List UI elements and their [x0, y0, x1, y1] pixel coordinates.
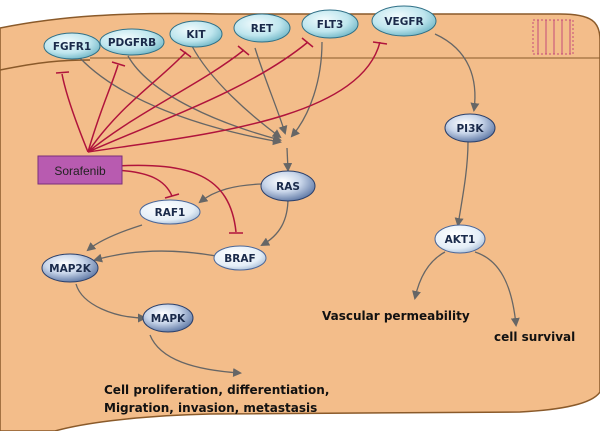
node-braf: BRAF [213, 245, 267, 271]
membrane-channel-icon [532, 19, 574, 55]
ras-label: RAS [276, 181, 300, 193]
cell-membrane [0, 12, 600, 431]
inhibit-bar-fgfr1 [55, 71, 70, 74]
inhibit-sorafenib-raf1 [114, 169, 173, 197]
node-mapk: MAPK [142, 303, 194, 333]
arrow-map2k-to-mapk [75, 283, 147, 323]
mapk-label: MAPK [151, 313, 186, 325]
receptor-label: PDGFRB [108, 37, 156, 49]
arrow-flt3-to-convergence [290, 41, 323, 138]
inhibit-sorafenib-kit [87, 51, 187, 153]
arrow-akt1-to-survival [474, 251, 520, 327]
inhibit-bar-pdgfrb [111, 61, 126, 67]
arrow-ras-to-raf1 [198, 183, 263, 204]
node-akt1: AKT1 [434, 224, 486, 254]
receptor-fgfr1: FGFR1 [43, 32, 101, 60]
node-ras: RAS [260, 170, 316, 202]
inhibit-sorafenib-pdgfrb [87, 64, 119, 153]
inhibit-sorafenib-ret [87, 49, 245, 153]
receptor-label: FLT3 [317, 19, 344, 31]
inhibit-sorafenib-braf [114, 164, 237, 233]
pi3k-label: PI3K [456, 123, 484, 135]
braf-label: BRAF [224, 253, 255, 265]
receptor-label: FGFR1 [53, 41, 91, 53]
arrow-raf1-to-map2k [86, 224, 143, 252]
arrow-fgfr1-to-convergence [79, 57, 282, 146]
inhibit-sorafenib-flt3 [87, 41, 309, 153]
receptor-kit: KIT [169, 20, 223, 48]
arrow-pi3k-to-akt1 [454, 141, 469, 227]
inhibit-bar-flt3 [301, 37, 314, 48]
receptor-label: VEGFR [384, 16, 423, 28]
receptor-label: KIT [186, 29, 206, 41]
sorafenib-label: Sorafenib [54, 164, 106, 178]
node-pi3k: PI3K [444, 113, 496, 143]
node-map2k: MAP2K [41, 253, 99, 283]
arrow-pdgfrb-to-convergence [127, 55, 282, 143]
map2k-label: MAP2K [49, 263, 92, 275]
arrow-braf-to-map2k [93, 250, 217, 263]
akt1-label: AKT1 [445, 234, 476, 246]
cell-survival-label: cell survival [494, 330, 575, 344]
node-raf1: RAF1 [139, 199, 201, 225]
arrow-kit-to-convergence [191, 45, 282, 139]
receptor-ret: RET [233, 13, 291, 43]
arrow-ras-to-braf [260, 197, 289, 246]
inhibit-bar-vegfr [372, 41, 388, 45]
arrow-akt1-to-vascular [412, 251, 446, 300]
proliferation-line-1: Cell proliferation, differentiation, [104, 383, 329, 397]
receptor-pdgfrb: PDGFRB [99, 28, 165, 56]
inhibit-bar-ret [237, 45, 250, 56]
proliferation-line-2: Migration, invasion, metastasis [104, 401, 317, 415]
arrow-ret-to-convergence [254, 47, 288, 135]
raf1-label: RAF1 [155, 207, 186, 219]
inhibit-sorafenib-fgfr1 [61, 73, 89, 153]
receptor-flt3: FLT3 [301, 9, 359, 39]
arrow-mapk-to-proliferation [149, 334, 242, 378]
inhibit-bar-raf1 [164, 193, 180, 199]
sorafenib-box: Sorafenib [37, 155, 123, 185]
arrow-vegfr-to-pi3k [434, 33, 480, 112]
receptor-label: RET [251, 23, 274, 35]
arrow-convergence-to-ras [283, 147, 293, 172]
inhibit-sorafenib-vegfr [87, 41, 381, 153]
vascular-permeability-label: Vascular permeability [322, 309, 470, 323]
receptor-vegfr: VEGFR [371, 5, 437, 37]
inhibit-bar-kit [179, 48, 192, 58]
